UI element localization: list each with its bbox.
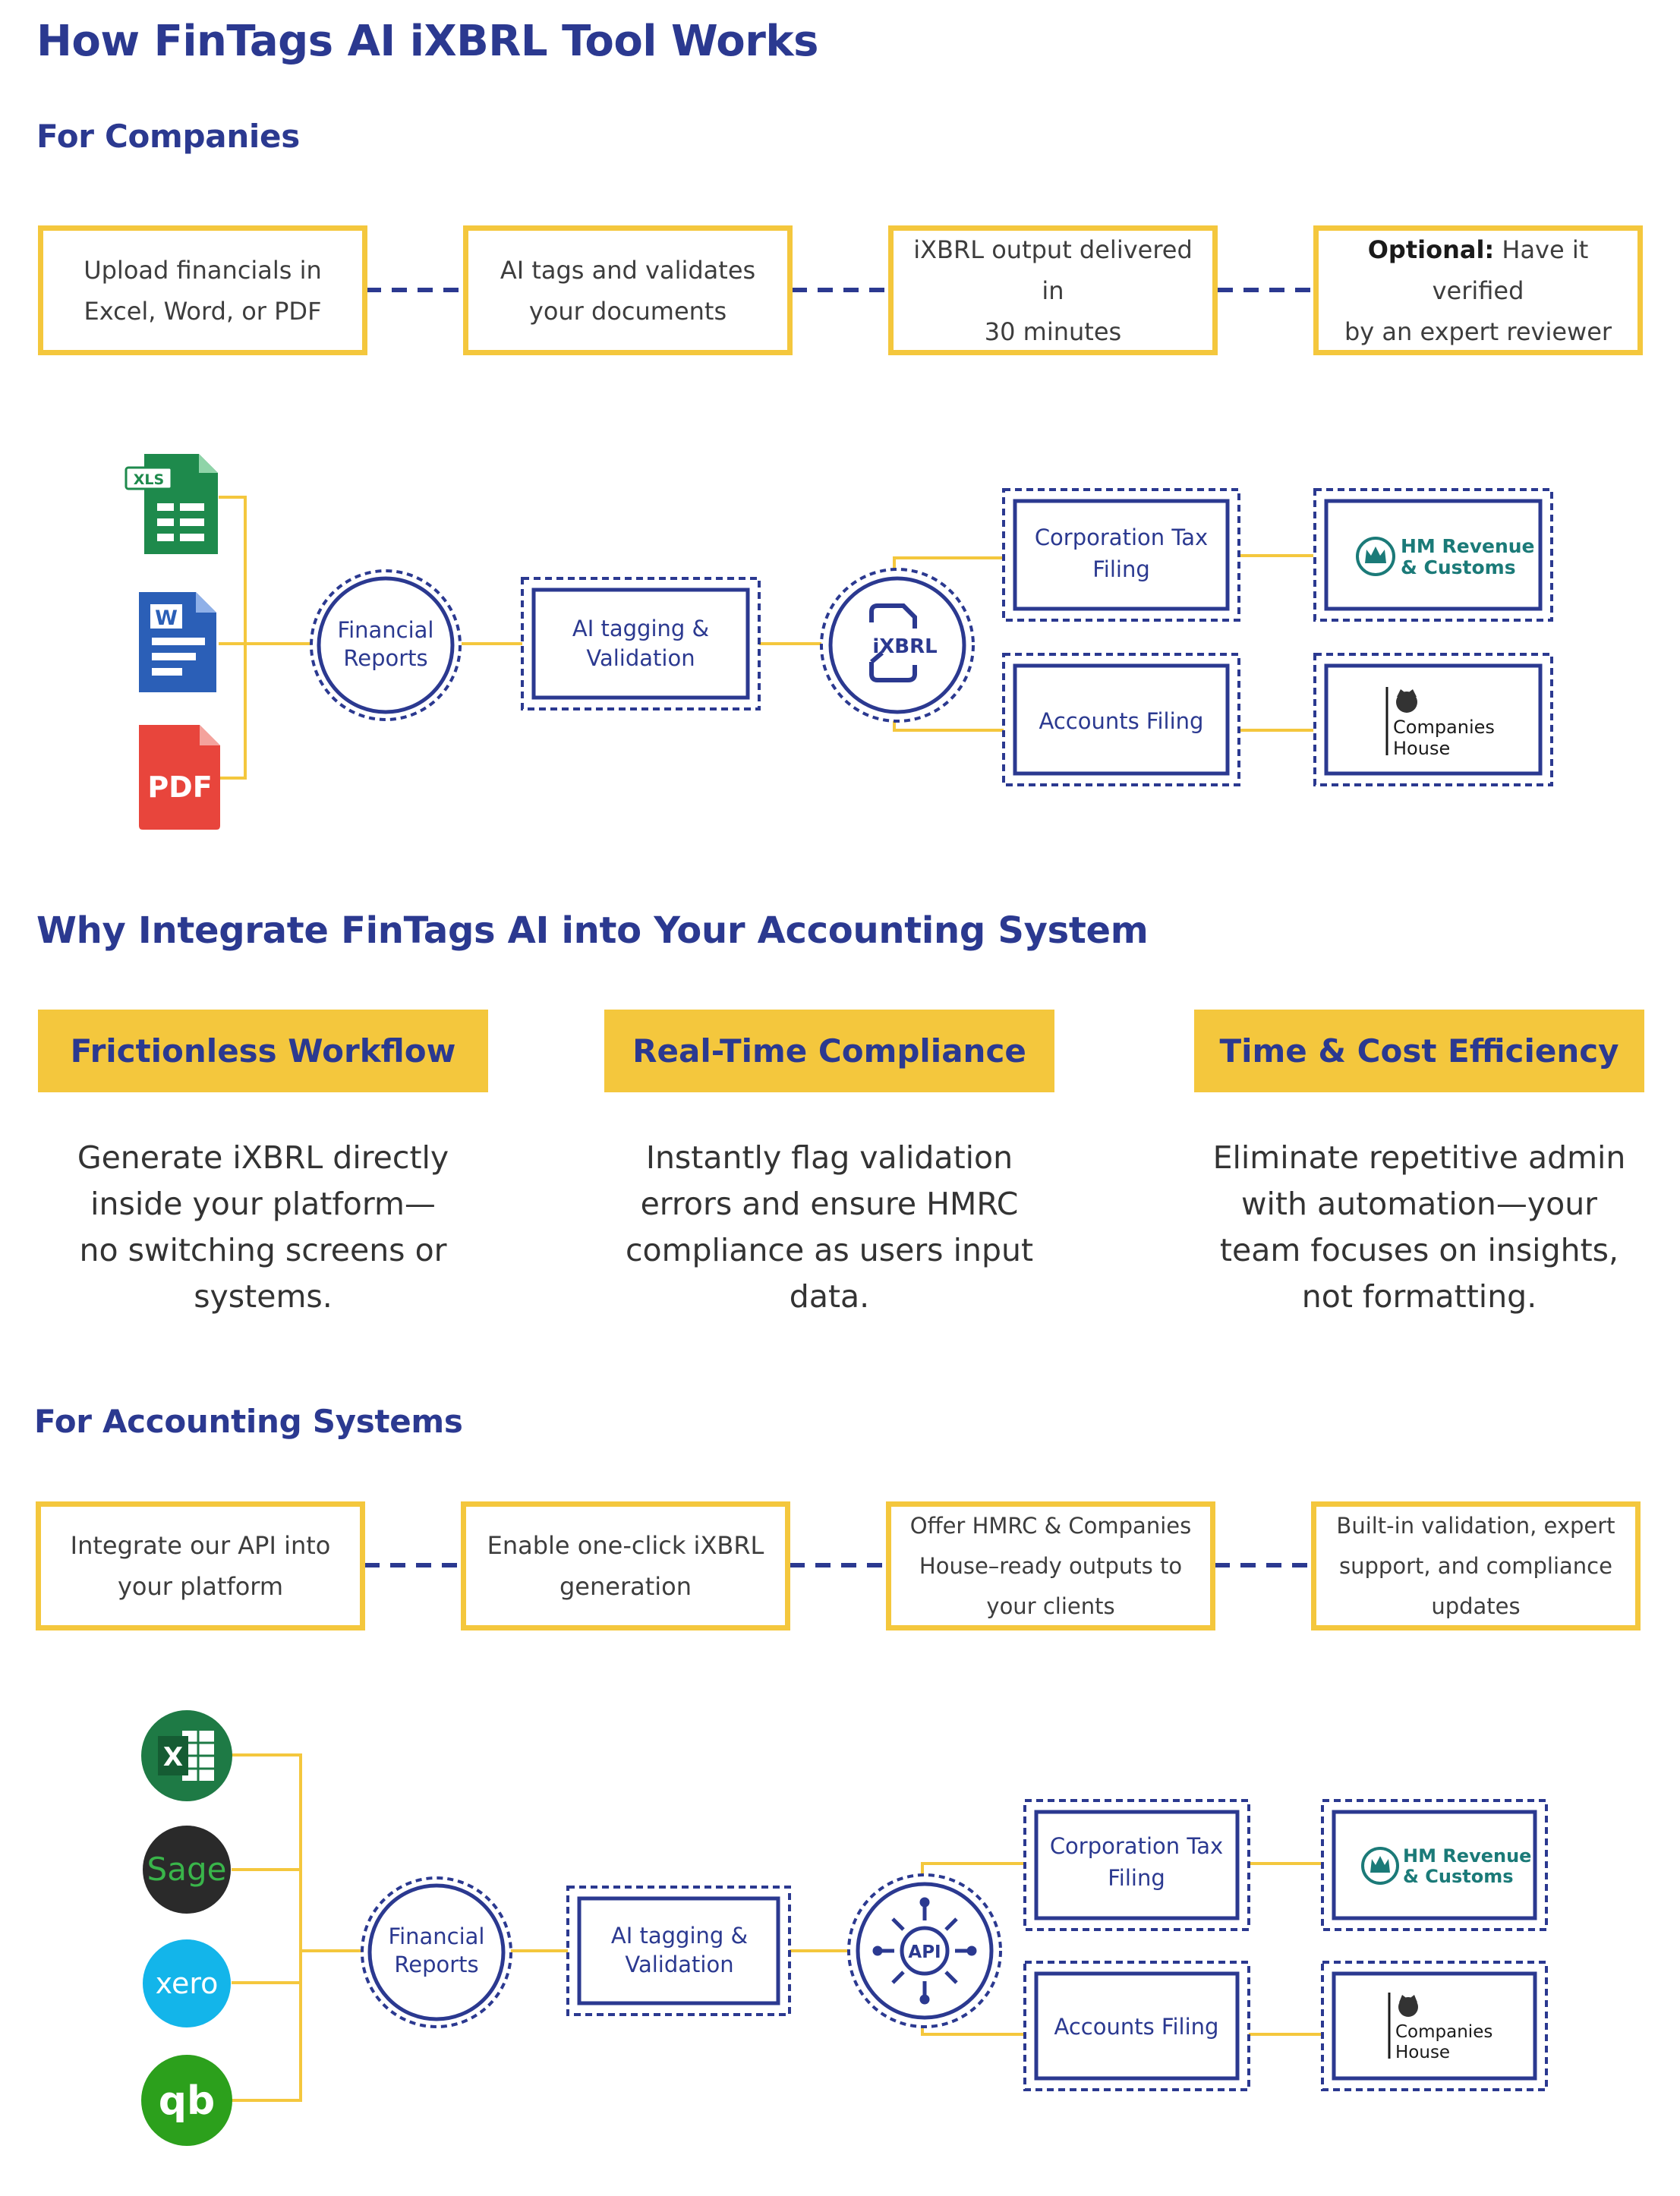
- accounting-flow-diagram: X Sage xero qb Financial Reports AI tagg…: [141, 1710, 1548, 2146]
- svg-text:Sage: Sage: [147, 1851, 227, 1888]
- xero-logo-icon: xero: [143, 1939, 231, 2027]
- api-gear-icon: [872, 1897, 977, 2005]
- svg-text:Companies: Companies: [1393, 717, 1495, 738]
- svg-text:House: House: [1393, 738, 1450, 759]
- excel-file-icon: XLS: [125, 454, 218, 554]
- word-file-icon: W: [139, 592, 216, 692]
- svg-text:Validation: Validation: [625, 1952, 733, 1977]
- royal-coat-of-arms-icon: [1398, 1995, 1418, 2017]
- svg-text:xero: xero: [156, 1967, 219, 2000]
- svg-text:Filing: Filing: [1092, 556, 1150, 582]
- ai-tagging-node: AI tagging & Validation: [521, 577, 761, 710]
- svg-text:& Customs: & Customs: [1403, 1866, 1514, 1887]
- hmrc-node: HM Revenue & Customs: [1313, 488, 1553, 622]
- feature-desc-real-time: Instantly flag validation errors and ens…: [625, 1139, 1034, 1315]
- corporation-tax-filing-node: Corporation Tax Filing: [1002, 488, 1240, 622]
- svg-text:HM Revenue: HM Revenue: [1403, 1845, 1531, 1867]
- pdf-file-icon: PDF: [139, 725, 220, 830]
- svg-text:Accounts Filing: Accounts Filing: [1054, 2014, 1219, 2040]
- svg-text:W: W: [155, 606, 178, 630]
- companies-heading: For Companies: [36, 118, 300, 155]
- accounting-hmrc-node: HM Revenue & Customs: [1321, 1799, 1548, 1931]
- svg-text:Accounts Filing: Accounts Filing: [1039, 708, 1204, 734]
- accounting-companies-house-node: Companies House: [1321, 1961, 1548, 2091]
- svg-text:Reports: Reports: [394, 1952, 478, 1977]
- svg-text:iXBRL: iXBRL: [872, 635, 937, 658]
- svg-text:Companies: Companies: [1395, 2022, 1492, 2042]
- financial-reports-node: Financial Reports: [310, 569, 462, 721]
- svg-text:Financial: Financial: [389, 1923, 485, 1949]
- feature-title-frictionless: Frictionless Workflow: [38, 1010, 488, 1092]
- accounting-heading: For Accounting Systems: [34, 1403, 463, 1440]
- feature-desc-frictionless: Generate iXBRL directly inside your plat…: [77, 1139, 449, 1315]
- companies-flow-diagram: XLS W PDF Financial Reports AI tagging &…: [125, 454, 1553, 830]
- svg-text:Financial: Financial: [338, 617, 434, 643]
- svg-text:XLS: XLS: [134, 471, 164, 488]
- feature-title-real-time: Real-Time Compliance: [604, 1010, 1054, 1092]
- page-title: How FinTags AI iXBRL Tool Works: [36, 17, 818, 66]
- accounts-filing-node: Accounts Filing: [1002, 653, 1240, 786]
- svg-text:qb: qb: [159, 2078, 215, 2124]
- ixbrl-document-icon: [869, 603, 917, 682]
- svg-text:Corporation Tax: Corporation Tax: [1035, 525, 1208, 550]
- svg-text:PDF: PDF: [147, 770, 212, 804]
- accounting-corporation-tax-filing-node: Corporation Tax Filing: [1023, 1799, 1250, 1931]
- quickbooks-logo-icon: qb: [141, 2055, 232, 2146]
- excel-app-icon: X: [141, 1710, 232, 1801]
- royal-coat-of-arms-icon: [1396, 689, 1417, 713]
- companies-step-connectors: [366, 288, 1315, 292]
- crown-seal-icon: [1356, 537, 1395, 576]
- accounting-financial-reports-node: Financial Reports: [361, 1876, 512, 2028]
- crown-seal-icon: [1361, 1847, 1399, 1885]
- svg-text:Corporation Tax: Corporation Tax: [1050, 1833, 1223, 1859]
- api-node: API: [847, 1873, 1002, 2028]
- why-heading: Why Integrate FinTags AI into Your Accou…: [36, 909, 1149, 952]
- ixbrl-node: iXBRL: [820, 568, 975, 723]
- svg-text:X: X: [163, 1742, 183, 1772]
- feature-title-time-cost: Time & Cost Efficiency: [1194, 1010, 1644, 1092]
- svg-text:AI tagging &: AI tagging &: [572, 616, 709, 641]
- feature-desc-time-cost: Eliminate repetitive admin with automati…: [1212, 1139, 1626, 1315]
- accounting-ai-tagging-node: AI tagging & Validation: [566, 1886, 791, 2016]
- svg-text:House: House: [1395, 2043, 1450, 2062]
- sage-logo-icon: Sage: [143, 1826, 231, 1914]
- svg-text:AI tagging &: AI tagging &: [611, 1923, 748, 1949]
- svg-text:Validation: Validation: [586, 645, 695, 671]
- svg-text:Filing: Filing: [1108, 1865, 1165, 1891]
- svg-text:API: API: [908, 1942, 941, 1962]
- accounting-accounts-filing-node: Accounts Filing: [1023, 1961, 1250, 2091]
- svg-text:Reports: Reports: [343, 645, 427, 671]
- svg-text:& Customs: & Customs: [1401, 556, 1516, 578]
- accounting-step-connectors: [364, 1563, 1313, 1567]
- companies-house-node: Companies House: [1313, 653, 1553, 786]
- svg-text:HM Revenue: HM Revenue: [1401, 535, 1535, 557]
